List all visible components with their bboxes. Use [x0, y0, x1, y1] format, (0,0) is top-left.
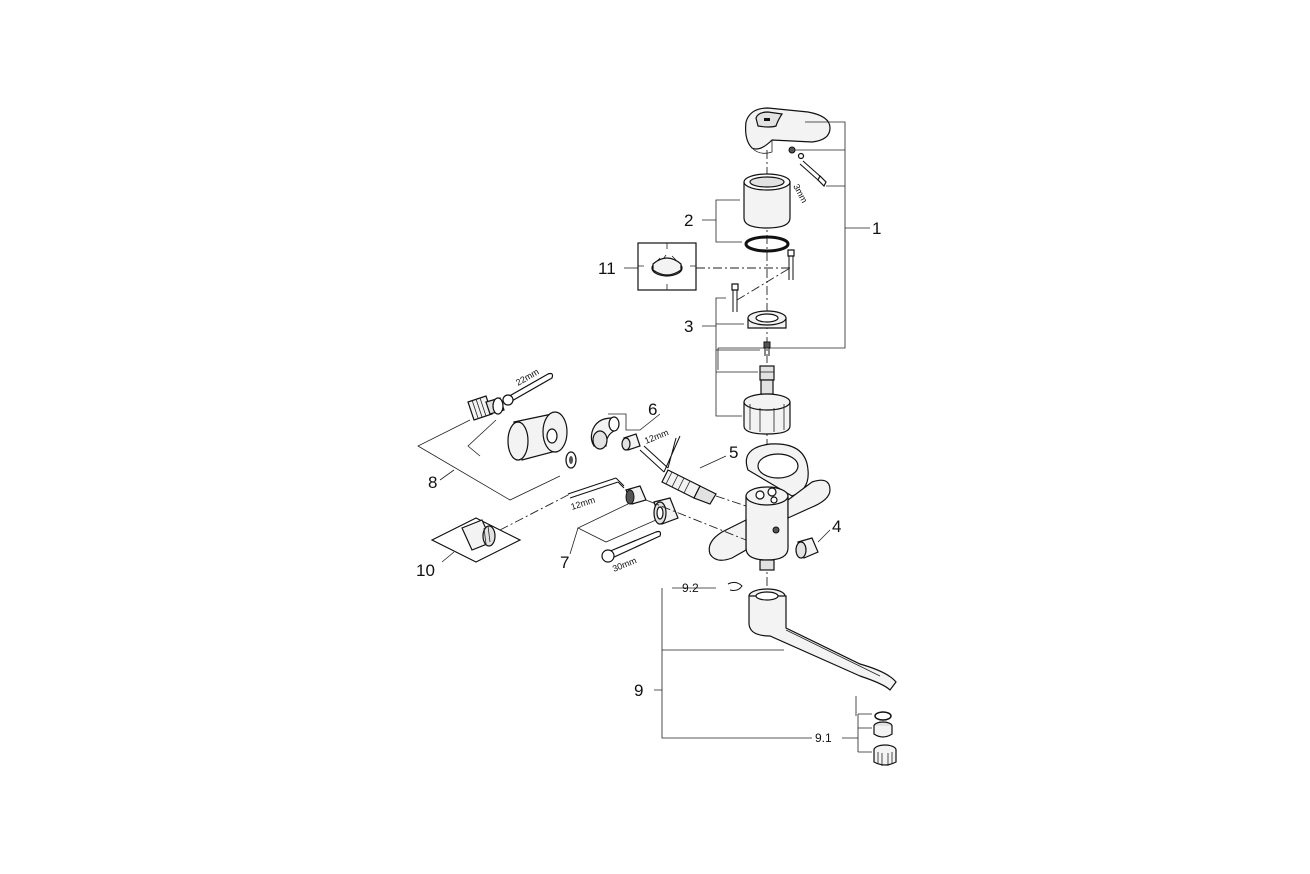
dash-7: [645, 499, 747, 541]
aerator-insert: [873, 721, 893, 738]
callout-1: 1: [872, 219, 881, 238]
callout-11: 11: [598, 259, 616, 278]
dash-10: [499, 493, 571, 531]
allen-key-12mm-top-icon: [639, 435, 681, 473]
callout-10: 10: [416, 561, 435, 580]
bracket-2: [702, 199, 742, 243]
callout-6: 6: [648, 400, 657, 419]
callout-4: 4: [832, 517, 841, 536]
fixing-screw-left: [731, 283, 739, 312]
elbow-fitting: [590, 416, 620, 450]
bracket-1-main: [718, 121, 846, 349]
small-screw: [763, 341, 771, 356]
tool-size-12mm-top: 12mm: [643, 427, 670, 446]
adapter-box: [430, 517, 522, 563]
aerator-housing: [873, 744, 897, 766]
callout-5: 5: [729, 443, 738, 462]
bracket-1-branches: [717, 149, 870, 370]
lever-handle: [745, 107, 831, 154]
tool-size-30mm: 30mm: [611, 555, 638, 574]
spindle-adapter: [759, 365, 775, 381]
union-nut: [653, 497, 679, 525]
callout-3: 3: [684, 317, 693, 336]
o-ring: [744, 235, 790, 253]
callout-9-1: 9.1: [815, 731, 832, 745]
wrench-30mm-icon: [601, 530, 662, 563]
wrench-22mm-icon: [502, 372, 554, 406]
union-nipple: [625, 485, 647, 505]
adapter-sleeve: [621, 433, 641, 451]
cartridge-cap-box: [637, 242, 697, 291]
check-valve-connector: [661, 469, 717, 505]
s-union-eccentric: [467, 395, 505, 421]
bracket-8: [417, 419, 561, 501]
cap-sleeve: [743, 173, 791, 229]
tool-size-3mm: 3mm: [791, 182, 809, 204]
dash-5: [715, 495, 747, 507]
mixer-body: [708, 443, 831, 571]
flat-washer: [565, 451, 577, 469]
aerator-o-ring: [874, 711, 892, 721]
leader-5: [699, 455, 727, 469]
bracket-7: [569, 503, 657, 555]
lock-nut: [747, 310, 787, 329]
fixing-screw-right: [787, 249, 795, 280]
callout-9-2: 9.2: [682, 581, 699, 595]
allen-key-12mm-bottom-icon: [567, 477, 625, 499]
bracket-9: [654, 587, 872, 753]
leader-4: [817, 529, 831, 543]
callout-9: 9: [634, 681, 643, 700]
callout-8: 8: [428, 473, 437, 492]
spout-clip: [727, 581, 743, 591]
leader-10: [441, 551, 455, 563]
allen-key-3mm-icon: [799, 160, 827, 188]
callout-2: 2: [684, 211, 693, 230]
set-screw: [788, 146, 805, 160]
blanking-plug: [795, 537, 819, 559]
callout-7: 7: [560, 553, 569, 572]
cartridge: [743, 379, 791, 435]
bracket-6: [608, 413, 661, 431]
wall-escutcheon: [507, 411, 568, 461]
dash-screws: [736, 267, 791, 301]
bracket-3: [702, 297, 760, 417]
swivel-spout: [748, 588, 897, 691]
